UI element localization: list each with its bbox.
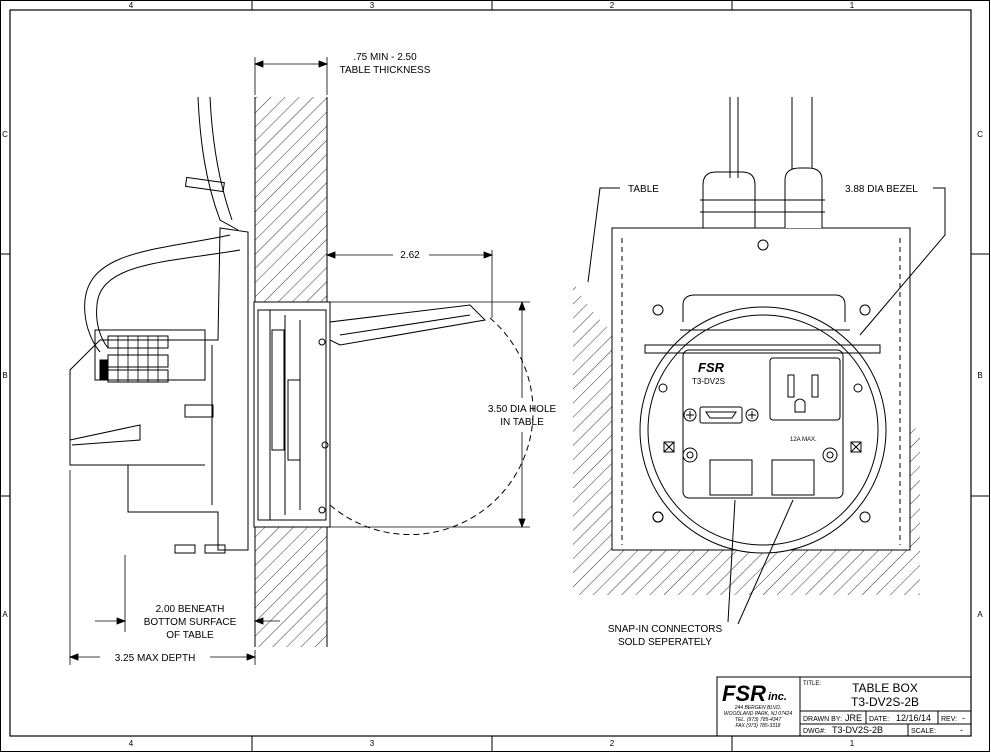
side-view-labels: .75 MIN - 2.50 TABLE THICKNESS 2.62 3.50… [115, 52, 557, 664]
beneath-dimension-label: OF TABLE [166, 630, 214, 641]
col-label-top: 4 [129, 1, 134, 10]
row-label-left: A [2, 610, 8, 619]
col-label-top: 1 [850, 1, 855, 10]
scale-value: - [960, 725, 963, 735]
date-label: DATE: [869, 716, 889, 723]
row-label-right: C [977, 130, 983, 139]
row-label-left: C [2, 130, 8, 139]
company-address: WOODLAND PARK, NJ 07424 [724, 711, 792, 717]
side-view-dimensions [68, 57, 530, 665]
drawing-title: TABLE BOX [852, 681, 918, 695]
row-label-left: B [2, 371, 7, 380]
scale-label: SCALE: [911, 728, 936, 735]
col-label-top: 2 [610, 1, 615, 10]
title-block [716, 676, 972, 737]
front-view [573, 97, 946, 625]
hole-dimension-label: 3.50 DIA HOLE [488, 404, 557, 415]
col-label-bottom: 4 [129, 739, 134, 748]
rev-label: REV: [941, 716, 957, 723]
drawn-by-label: DRAWN BY: [803, 716, 842, 723]
rev-value: - [962, 713, 965, 723]
label-mask [393, 247, 429, 261]
company-logo-suffix: inc. [768, 691, 787, 703]
col-label-bottom: 1 [850, 739, 855, 748]
table-thickness-label: TABLE THICKNESS [340, 65, 431, 76]
beneath-dimension-label: BOTTOM SURFACE [144, 617, 237, 628]
title-block-text: FSR inc. 244 BERGEN BLVD. WOODLAND PARK,… [722, 681, 965, 735]
connectors-note: SOLD SEPERATELY [618, 637, 712, 648]
table-thickness-label: .75 MIN - 2.50 [353, 52, 417, 63]
beneath-dimension-label: 2.00 BENEATH [156, 604, 225, 615]
col-label-bottom: 2 [610, 739, 615, 748]
title-label: TITLE: [803, 681, 821, 687]
max-depth-label: 3.25 MAX DEPTH [115, 653, 196, 664]
company-phone: TEL. (973) 785-4347 [735, 717, 781, 723]
drawn-by-value: JRE [845, 713, 862, 723]
outlet-rating: 12A MAX. [790, 437, 817, 443]
side-view [69, 96, 534, 647]
hole-dimension-label: IN TABLE [500, 417, 544, 428]
col-label-top: 3 [370, 1, 375, 10]
row-label-right: B [977, 371, 982, 380]
lid-dimension-label: 2.62 [400, 250, 420, 261]
table-section-upper [255, 97, 327, 302]
faceplate-brand: FSR [698, 360, 725, 375]
bezel-label: 3.88 DIA BEZEL [845, 184, 918, 195]
connectors-note: SNAP-IN CONNECTORS [608, 624, 723, 635]
faceplate-model: T3-DV2S [692, 377, 725, 386]
col-label-bottom: 3 [370, 739, 375, 748]
front-view-labels: TABLE 3.88 DIA BEZEL FSR T3-DV2S 12A MAX… [608, 184, 918, 648]
table-label: TABLE [628, 184, 659, 195]
dwg-label: DWG#: [803, 728, 826, 735]
company-logo: FSR [722, 681, 766, 706]
row-label-right: A [977, 610, 983, 619]
company-fax: FAX (973) 785-3318 [736, 723, 781, 729]
table-section-lower [255, 527, 327, 647]
date-value: 12/16/14 [896, 713, 931, 723]
drawing-title: T3-DV2S-2B [851, 695, 919, 709]
dwg-value: T3-DV2S-2B [832, 725, 883, 735]
company-address: 244 BERGEN BLVD. [734, 705, 781, 711]
